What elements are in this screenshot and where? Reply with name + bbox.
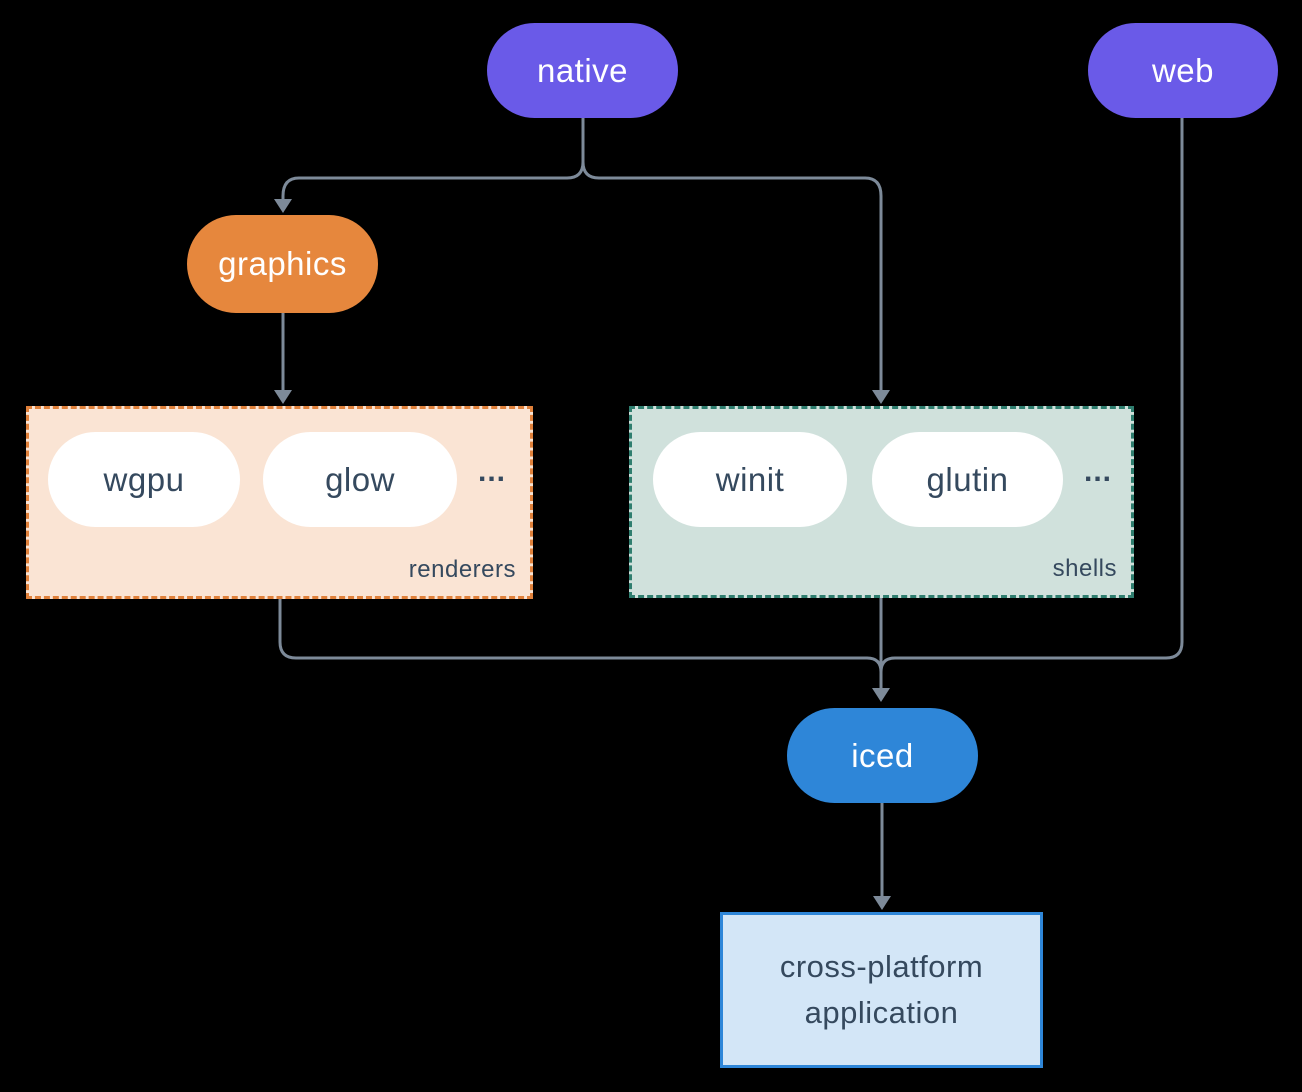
- edge-web-iced: [879, 118, 1184, 673]
- node-app-label: cross-platform application: [779, 948, 984, 1031]
- arrowhead-app: [873, 896, 891, 910]
- arrowhead-graphics: [274, 199, 292, 213]
- group-shells-label: shells: [1052, 555, 1117, 582]
- node-web: web: [1088, 23, 1278, 118]
- node-glutin: glutin: [872, 432, 1063, 527]
- shells-ellipsis: ...: [1083, 455, 1112, 488]
- arrowhead-shells: [872, 390, 890, 404]
- arrowhead-iced: [872, 688, 890, 702]
- edge-native-shells: [581, 118, 883, 391]
- group-renderers-label: renderers: [408, 556, 516, 583]
- edge-native-graphics: [281, 118, 585, 199]
- renderers-ellipsis: ...: [477, 455, 506, 488]
- node-winit: winit: [653, 432, 847, 527]
- arrowhead-renderers: [274, 390, 292, 404]
- node-native: native: [487, 23, 678, 118]
- node-graphics: graphics: [187, 215, 378, 313]
- node-wgpu: wgpu: [48, 432, 240, 527]
- node-app: cross-platform application: [720, 912, 1043, 1068]
- node-iced: iced: [787, 708, 978, 803]
- node-glow: glow: [263, 432, 457, 527]
- edge-renderers-iced: [278, 599, 883, 673]
